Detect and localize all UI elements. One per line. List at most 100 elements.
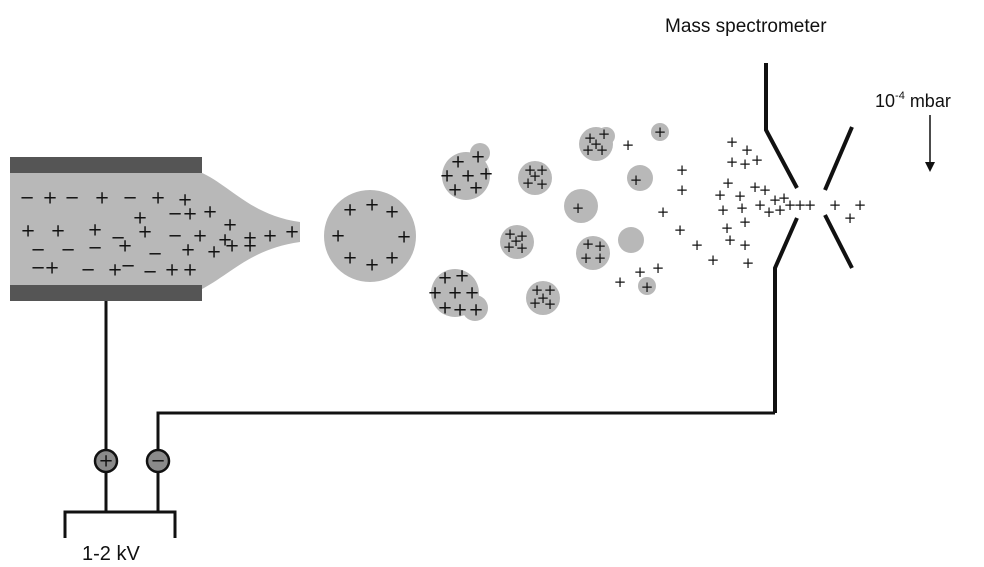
gas-phase-ion: + [657,203,670,221]
positive-charge: + [522,174,535,192]
positive-charge: + [582,235,595,253]
positive-charge: + [598,125,611,143]
gas-phase-ion: + [652,259,665,277]
positive-charge: + [202,202,217,223]
gas-phase-ion: + [734,187,747,205]
positive-charge: + [460,166,475,187]
positive-charge: + [182,260,197,281]
positive-charge: + [536,175,549,193]
gas-phase-ion: + [739,213,752,231]
positive-charge: + [544,281,557,299]
droplet-body [518,161,552,195]
positive-charge: + [150,188,165,209]
positive-charge: + [87,220,102,241]
capillary-charges: −+−+−+++−++++++−+−+++++−−−+−++++−+−+−−++ [19,188,299,283]
droplet-body [618,227,644,253]
charged-droplet: + [651,123,669,141]
charged-droplet [618,227,644,253]
charged-droplet: ++++ [576,235,610,270]
gas-phase-ion: + [707,251,720,269]
gas-phase-ion: + [739,236,752,254]
power-supply [63,510,177,538]
positive-charge: + [180,240,195,261]
charged-droplet: + [638,277,656,296]
positive-charge: + [342,200,357,221]
free-ions: ++++++++++++++++++++++++++++++++++++++ [614,133,867,291]
lower-electrode [10,285,202,301]
positive-charge: + [217,230,232,251]
positive-charge: + [342,248,357,269]
positive-charge: + [580,249,593,267]
charged-droplet: +++++ [500,225,534,259]
positive-charge: + [452,300,467,321]
droplet-body [526,281,560,315]
positive-charge: + [242,228,257,249]
charged-droplet: +++++ [579,125,615,161]
negative-charge: − [110,228,125,249]
droplet-body [638,277,656,295]
positive-charge: + [396,227,411,248]
negative-charge: − [80,260,95,281]
positive-charge: + [44,258,59,279]
wire-negative [156,411,775,450]
gas-phase-ion: + [854,196,867,214]
positive-charge: + [206,242,221,263]
droplet-body [597,127,615,145]
gas-phase-ion: + [676,181,689,199]
positive-charge: + [384,202,399,223]
negative-charge: − [19,188,34,209]
pressure-label: 10-4 mbar [875,90,951,111]
charged-droplet: +++++ [526,281,560,315]
droplet-body [651,123,669,141]
droplet-body [500,225,534,259]
positive-charge: + [529,294,542,312]
terminal-positive: + [93,448,119,474]
positive-charge: + [427,283,442,304]
positive-charge: + [182,204,197,225]
taylor-cone [10,172,300,290]
positive-charge: + [42,188,57,209]
positive-charge: + [117,236,132,257]
positive-charge: + [454,266,469,287]
gas-phase-ion: + [622,136,635,154]
positive-charge: + [450,152,465,173]
droplet-body [564,189,598,223]
ms-cone-lower [773,217,799,413]
positive-charge: + [177,190,192,211]
positive-charge: + [503,238,516,256]
negative-terminal-symbol: − [150,451,165,472]
positive-charge: + [516,239,529,257]
voltage-label: 1-2 kV [82,543,140,565]
positive-charge: + [594,237,607,255]
positive-charge: + [641,278,654,296]
positive-charge: + [222,215,237,236]
positive-charge: + [20,221,35,242]
charged-droplet: +++++++ [439,143,494,201]
negative-charge: − [122,188,137,209]
ms-inlet [764,63,854,413]
gas-phase-ion: + [614,273,627,291]
positive-charge: + [94,188,109,209]
positive-charge: + [50,221,65,242]
charged-droplet: ++++++++ [427,266,488,321]
capillary [10,157,300,301]
positive-charge: + [572,199,585,217]
droplet-body [627,165,653,191]
positive-charge: + [132,208,147,229]
positive-charge: + [584,129,597,147]
positive-charge: + [364,255,379,276]
negative-charge: − [87,238,102,259]
positive-charge: + [529,167,542,185]
positive-charge: + [437,268,452,289]
ms-skimmer-lower [823,214,854,269]
gas-phase-ion: + [739,155,752,173]
positive-charge: + [510,232,523,250]
positive-charge: + [464,283,479,304]
positive-charge: + [468,300,483,321]
negative-charge: − [142,262,157,283]
positive-charge: + [594,249,607,267]
positive-charge: + [284,222,299,243]
gas-phase-ion: + [676,161,689,179]
gas-phase-ion: + [674,221,687,239]
positive-charge: + [262,226,277,247]
